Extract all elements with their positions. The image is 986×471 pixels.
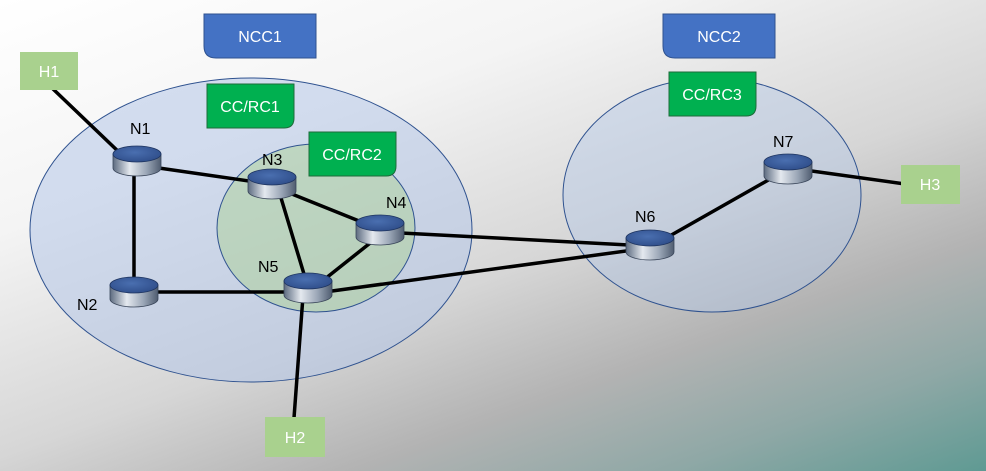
host-label-h2: H2 (285, 430, 306, 447)
cc-rc1-box[interactable]: CC/RC1 (206, 83, 295, 129)
router-n3[interactable] (247, 168, 297, 200)
ncc2-box[interactable]: NCC2 (662, 13, 776, 59)
ncc2-label: NCC2 (697, 29, 741, 46)
node-label-n4: N4 (386, 195, 407, 212)
link-n6-n7 (650, 168, 788, 248)
router-n5[interactable] (283, 272, 333, 304)
link-n5-h2 (292, 294, 305, 420)
host-h3[interactable]: H3 (901, 165, 960, 204)
link-n4-n6 (380, 230, 650, 248)
ncc1-label: NCC1 (238, 29, 282, 46)
cc-rc1-label: CC/RC1 (220, 99, 280, 116)
link-n3-n5 (276, 186, 309, 286)
cc-rc3-box[interactable]: CC/RC3 (668, 71, 757, 117)
router-n4[interactable] (355, 214, 405, 246)
router-n1[interactable] (112, 145, 162, 177)
cc-rc2-box[interactable]: CC/RC2 (308, 131, 397, 177)
router-n6[interactable] (625, 229, 675, 261)
node-label-n7: N7 (773, 134, 794, 151)
link-h1-n1 (50, 86, 124, 157)
node-label-n6: N6 (635, 209, 656, 226)
node-label-n1: N1 (130, 121, 151, 138)
node-label-n2: N2 (77, 297, 98, 314)
node-label-n5: N5 (258, 259, 279, 276)
host-h1[interactable]: H1 (20, 52, 78, 90)
node-label-n3: N3 (262, 152, 283, 169)
link-n5-n6 (308, 246, 650, 296)
cc-rc3-label: CC/RC3 (682, 87, 742, 104)
cc-rc2-label: CC/RC2 (322, 147, 382, 164)
ncc1-box[interactable]: NCC1 (203, 13, 317, 59)
host-label-h1: H1 (39, 64, 60, 81)
host-h2[interactable]: H2 (265, 417, 325, 457)
router-n2[interactable] (109, 276, 159, 308)
router-n7[interactable] (763, 153, 813, 185)
host-label-h3: H3 (920, 177, 941, 194)
